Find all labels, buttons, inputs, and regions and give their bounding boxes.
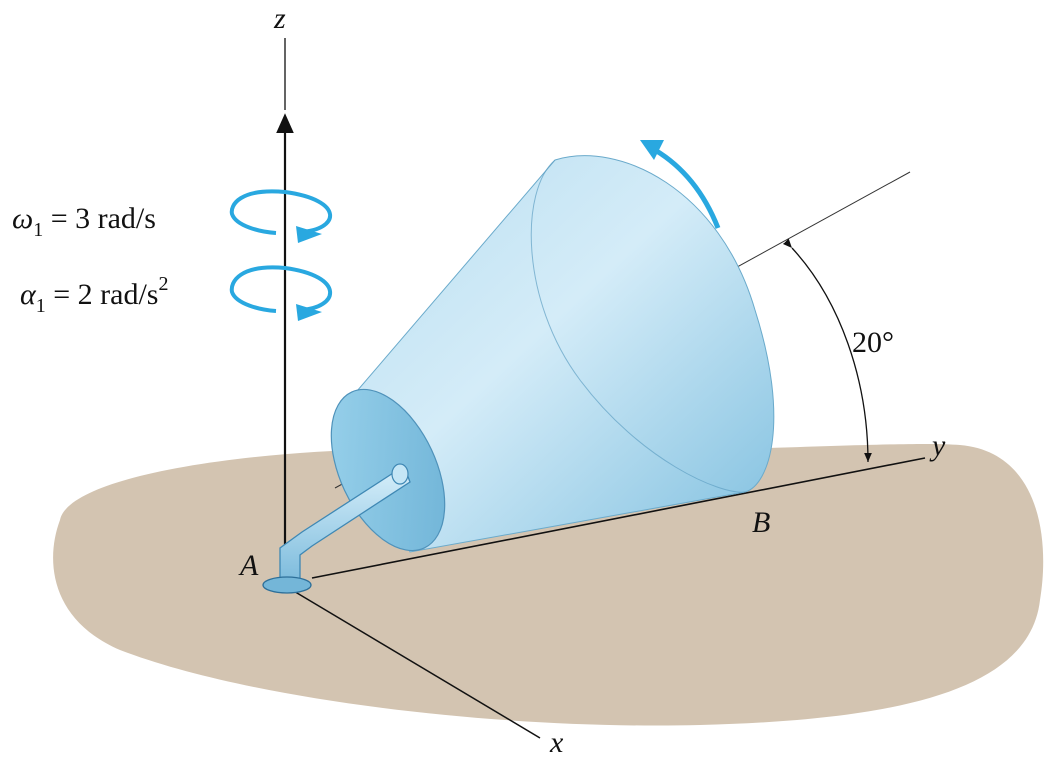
angle-arc <box>782 238 872 463</box>
ground-plane <box>53 443 1044 726</box>
point-a-label: A <box>238 549 259 582</box>
point-b-label: B <box>752 506 770 539</box>
cone-large-end-rim <box>530 159 746 493</box>
x-axis-line <box>291 589 541 739</box>
cone-body <box>344 155 775 553</box>
pivot-base <box>262 576 312 594</box>
y-axis-label: y <box>929 429 946 462</box>
omega-label: ω1 = 3 rad/s <box>12 202 156 241</box>
x-axis-label: x <box>549 726 564 759</box>
angle-label: 20° <box>852 326 894 359</box>
alpha-rotation-indicator <box>229 265 332 321</box>
cone-spin-arrow <box>653 147 721 229</box>
cone-spin-arrowhead <box>640 140 664 160</box>
alpha-label: α1 = 2 rad/s2 <box>20 273 168 317</box>
omega-rotation-indicator <box>229 189 332 243</box>
shaft-end <box>391 463 409 485</box>
a-to-b-line <box>311 457 926 579</box>
z-axis-label: z <box>273 2 286 35</box>
